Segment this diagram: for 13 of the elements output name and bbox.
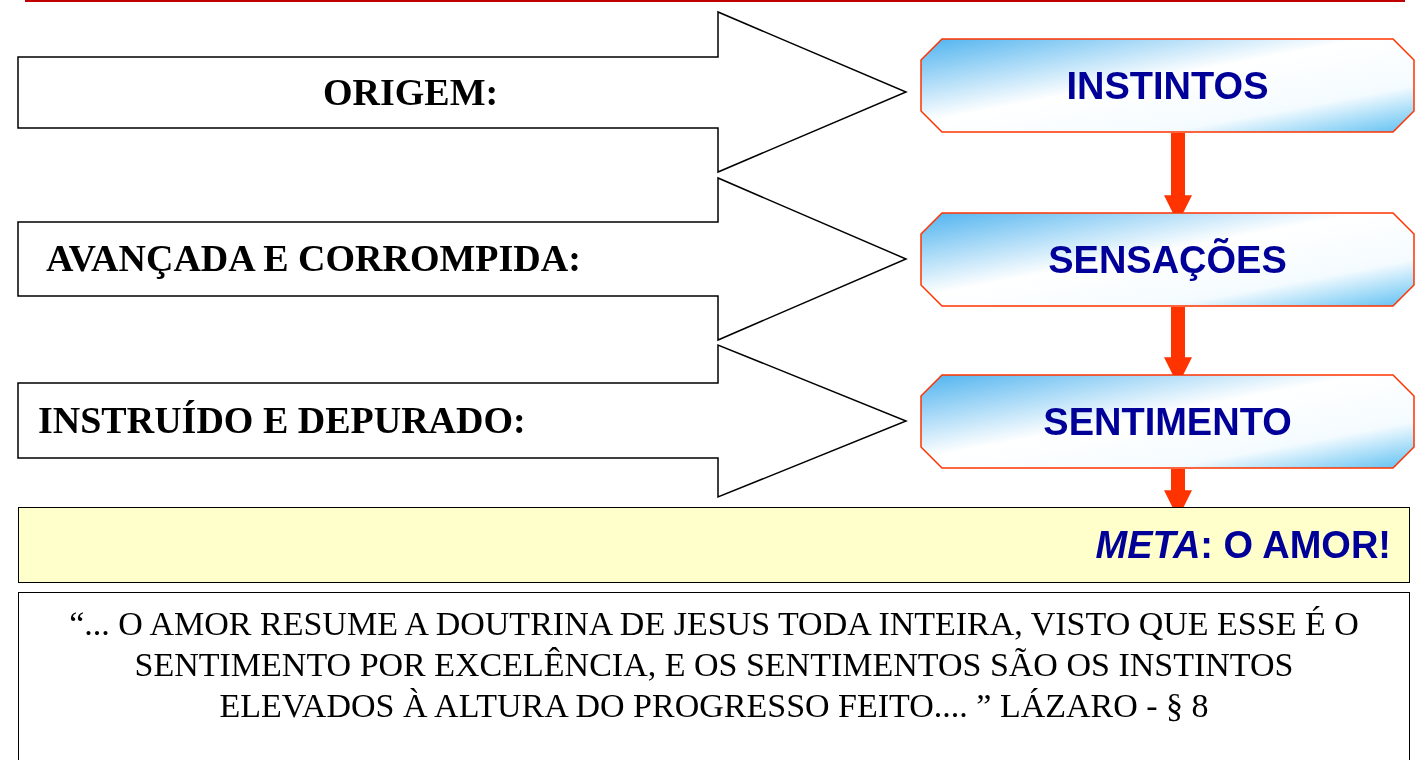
block-arrow-shape [18, 12, 908, 172]
stage-label: INSTRUÍDO E DEPURADO: [38, 397, 526, 442]
goal-banner [18, 507, 1410, 583]
block-arrow-shape [18, 345, 908, 497]
goal-text: META: O AMOR! [1095, 523, 1391, 567]
stage-title: INSTINTOS [1065, 64, 1270, 107]
stage-label: AVANÇADA E CORROMPIDA: [46, 236, 581, 280]
quote-text: “... O AMOR RESUME A DOUTRINA DE JESUS TODA INTEIRA, VISTO QUE ESSE É O SENTIMENTO POR EXCELÊNCIA, E OS SENTIMENTOS SÃO OS INSTINTOS ELEVADOS À ALTURA DO PROGRESSO FEITO.... ” LÁZARO - § 8 [68, 604, 1360, 726]
stage-label: ORIGEM: [323, 69, 499, 114]
stage-title: SENSAÇÕES [1047, 238, 1288, 281]
block-arrow-shape [18, 178, 908, 340]
quote-box [18, 592, 1410, 760]
stage-title: SENTIMENTO [1042, 400, 1293, 443]
